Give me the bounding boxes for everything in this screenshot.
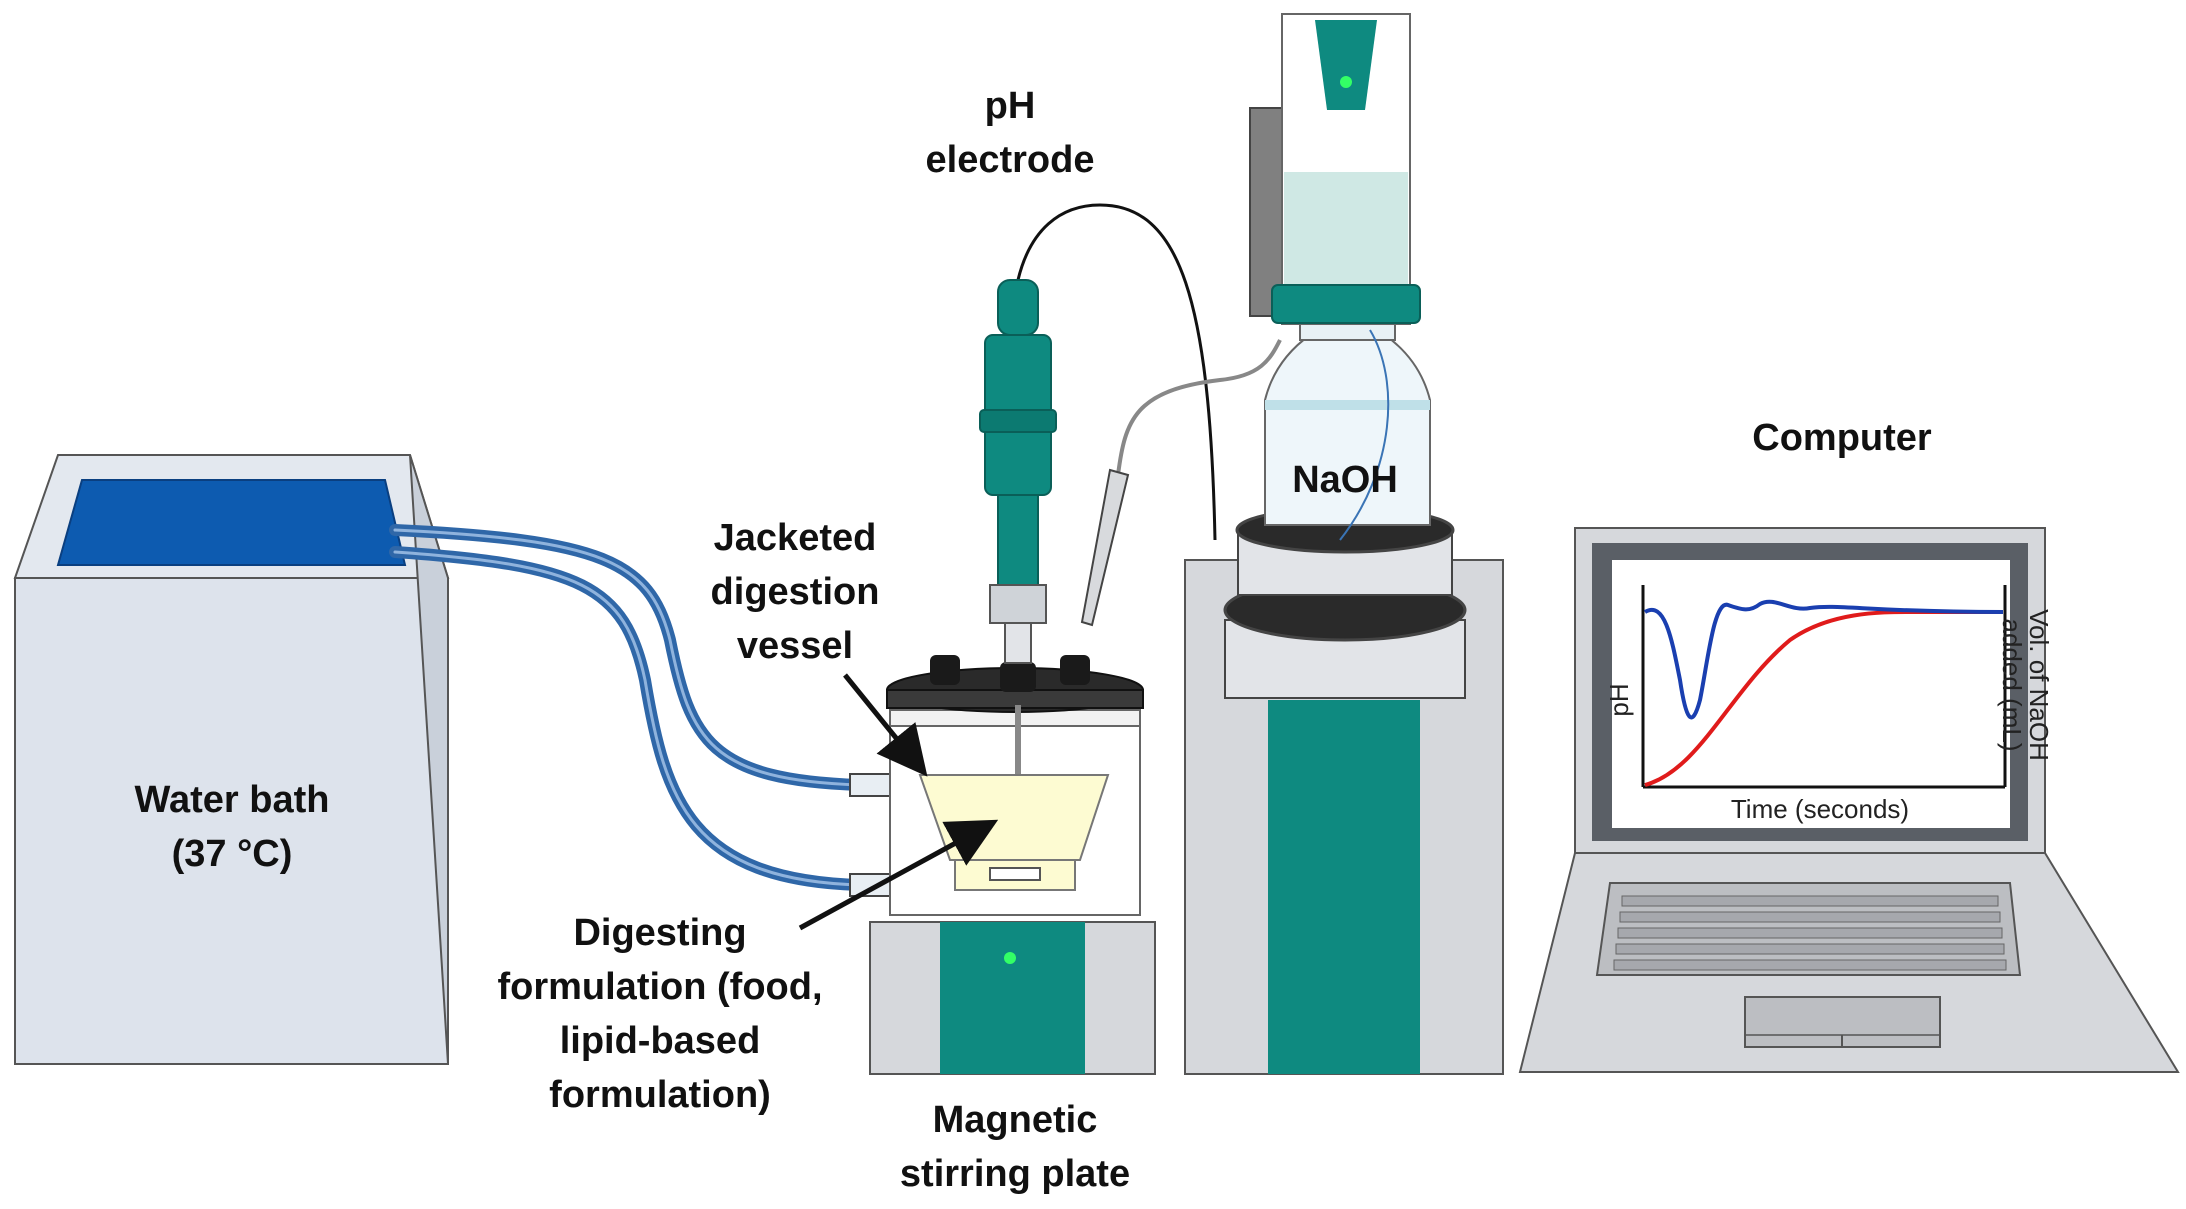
burette-liquid [1284,172,1408,284]
titrator-teal-column [1268,700,1420,1074]
jacketed-vessel [886,655,1144,916]
digesting-label-line2: formulation (food, [497,966,822,1008]
callouts: Jacketed digestion vessel Digesting form… [497,517,1130,1195]
magnetic-label-line1: Magnetic [933,1099,1098,1141]
stir-bar [989,867,1041,881]
water-bath-front [14,577,449,1065]
ph-curve [1643,599,2004,720]
dispensing-tip [1080,468,1130,627]
digesting-arrow [798,819,999,931]
burette-mount [1249,107,1285,317]
jacketed-label-line3: vessel [737,625,853,667]
lid-port-1 [930,655,960,685]
keyboard-row [1615,943,2005,955]
titrator-unit: NaOH [1184,13,1504,1075]
electrode-connector [989,584,1047,624]
jacketed-label-line1: Jacketed [714,517,877,559]
burette-collar [1271,284,1421,324]
plot-x-label: Time (seconds) [1731,794,1909,824]
ph-electrode-label-line1: pH [985,85,1036,127]
electrode-lower [997,494,1039,586]
volume-curve [1644,610,2003,787]
internal-tube [1339,329,1390,541]
water-bath-label-line2: (37 °C) [172,833,293,875]
jacketed-label-line2: digestion [711,571,880,613]
tube-lower-highlight [393,550,862,887]
tube-upper-highlight [393,528,862,787]
tube-connector-upper [849,773,891,797]
screen-plot: Time (seconds) pH Vol. of NaOH added (mL… [1604,585,2054,824]
keyboard-row [1619,911,2001,923]
naoh-label: NaOH [1292,459,1398,501]
digesting-label-line4: formulation) [549,1074,771,1116]
lid-port-3 [1060,655,1090,685]
laptop: Time (seconds) pH Vol. of NaOH added (mL… [1518,417,2180,1073]
tube-connector-lower [849,873,891,897]
naoh-bottle-liquid-band [1265,400,1430,410]
keyboard-row [1621,895,1999,907]
jacketed-arrow [843,673,928,777]
magnetic-stirring-plate [869,921,1156,1075]
plot-y-label-left: pH [1604,683,1634,716]
electrode-connector-neck [1004,622,1032,664]
keyboard-rows [1613,895,2007,971]
electrode-cap [997,279,1039,336]
water-bath: Water bath (37 °C) [13,454,450,1065]
digesting-label-line1: Digesting [573,912,746,954]
stirring-plate-panel [940,922,1085,1074]
lid-port-2 [1000,662,1036,692]
water-bath-label-line1: Water bath [135,779,330,821]
water-bath-water [56,479,407,566]
electrode-cable [1016,203,1217,541]
ph-electrode-label-line2: electrode [926,139,1095,181]
burette-piston-head [1315,20,1377,110]
burette-tubing [1116,339,1282,476]
keyboard-row [1617,927,2003,939]
magnetic-label-line2: stirring plate [900,1153,1130,1195]
plot-y-label-right-line1: Vol. of NaOH [2024,609,2054,761]
laptop-screen [1612,560,2010,828]
digesting-label-line3: lipid-based [560,1020,761,1062]
electrode-ring [979,409,1057,433]
keyboard-row [1613,959,2007,971]
plot-y-label-right-line2: added (mL) [1997,619,2027,752]
burette-indicator [1340,76,1352,88]
computer-label: Computer [1752,417,1932,459]
stirring-plate-indicator [1004,952,1016,964]
ph-electrode: pH electrode [926,85,1282,664]
water-bath-side [409,454,449,1065]
